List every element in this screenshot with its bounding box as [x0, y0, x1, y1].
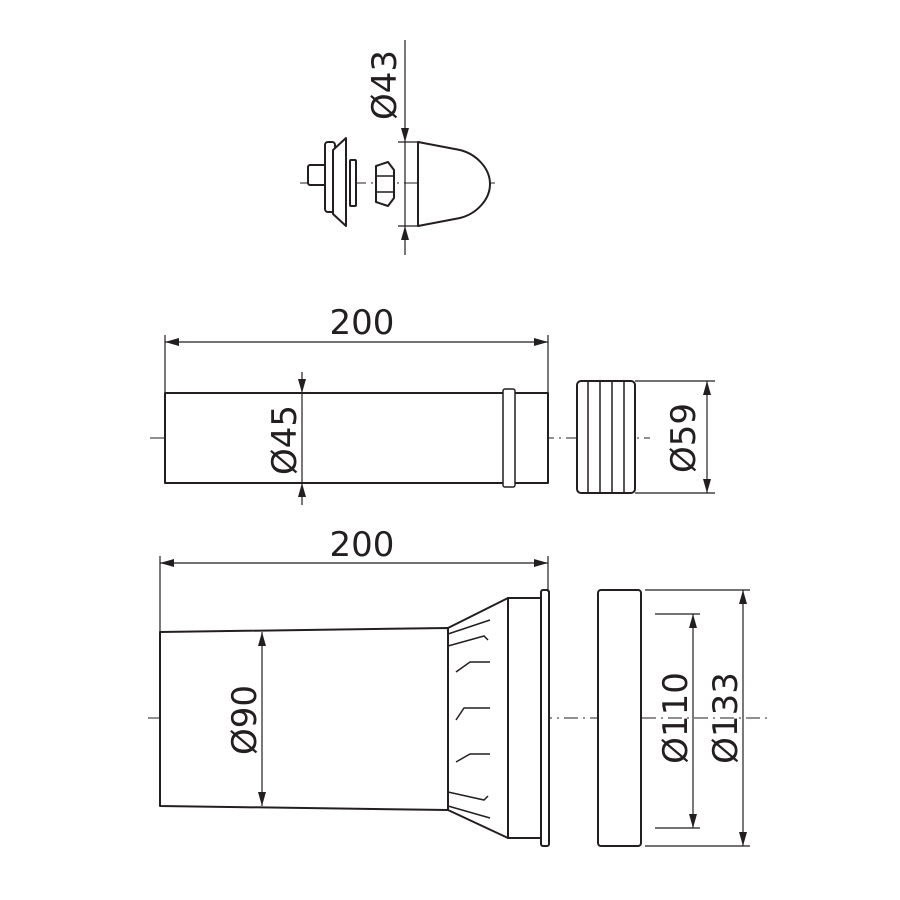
- ring-outer-diameter-label: Ø133: [706, 672, 746, 764]
- pipe-diameter-dimension: Ø45: [265, 372, 306, 505]
- pipe-part: [164, 388, 549, 488]
- ring-inner-diameter-dimension: Ø110: [655, 613, 700, 829]
- connector-assembly: 200 Ø90 Ø110 Ø133: [148, 525, 770, 847]
- seal-part: [576, 380, 636, 494]
- nut-part: [375, 161, 395, 207]
- cap-assembly: Ø43: [300, 40, 495, 255]
- connector-diameter-label: Ø90: [225, 685, 265, 755]
- pipe-diameter-label: Ø45: [265, 405, 305, 475]
- seal-diameter-label: Ø59: [664, 403, 704, 473]
- connector-length-dimension: 200: [159, 525, 549, 632]
- ring-outer-diameter-dimension: Ø133: [645, 589, 750, 847]
- pipe-assembly: 200 Ø45 Ø59: [150, 303, 715, 505]
- ring-inner-diameter-label: Ø110: [656, 672, 696, 764]
- seal-diameter-dimension: Ø59: [635, 380, 715, 494]
- pipe-length-label: 200: [330, 303, 395, 343]
- cap-diameter-dimension: Ø43: [365, 40, 420, 255]
- connector-part: [159, 589, 550, 847]
- connector-diameter-dimension: Ø90: [225, 632, 266, 806]
- cap-diameter-label: Ø43: [365, 50, 405, 120]
- cap-part: [417, 141, 491, 227]
- connector-length-label: 200: [330, 525, 395, 565]
- screw-part: [307, 137, 357, 227]
- ring-part: [597, 589, 642, 847]
- pipe-length-dimension: 200: [164, 303, 549, 395]
